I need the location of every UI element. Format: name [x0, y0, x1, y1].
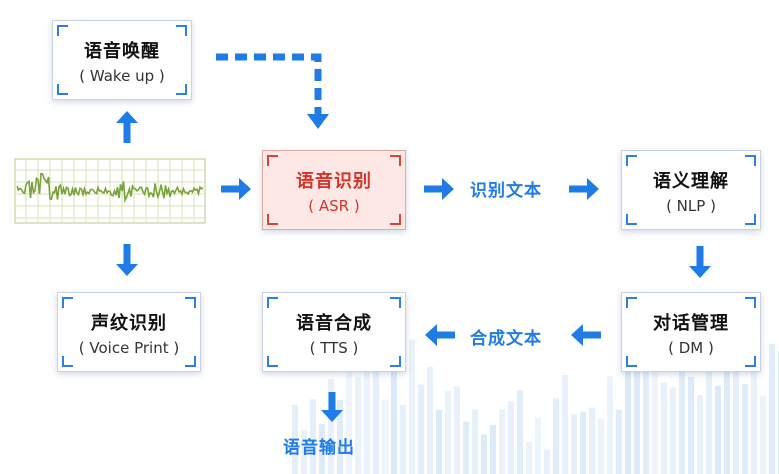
corner-bracket — [745, 155, 756, 166]
arrow-nlp-to-dm — [689, 246, 711, 278]
corner-bracket — [185, 297, 196, 308]
node-title: 语音唤醒 — [84, 41, 160, 62]
corner-bracket — [390, 297, 401, 308]
arrow-dm-to-text — [571, 324, 601, 346]
node-nlp: 语义理解 ( NLP ) — [621, 150, 761, 230]
corner-bracket — [185, 356, 196, 367]
node-title: 语义理解 — [653, 171, 729, 192]
node-subtitle: ( Voice Print ) — [78, 339, 180, 357]
node-subtitle: ( TTS ) — [309, 339, 359, 357]
node-title: 对话管理 — [653, 313, 729, 334]
node-subtitle: ( DM ) — [668, 339, 714, 357]
arrow-waveform-to-voiceprint — [116, 244, 138, 276]
node-title: 语音合成 — [296, 313, 372, 334]
arrow-text-to-nlp — [569, 178, 599, 200]
corner-bracket — [62, 297, 73, 308]
corner-bracket — [267, 356, 278, 367]
corner-bracket — [57, 25, 68, 36]
corner-bracket — [745, 356, 756, 367]
node-dm: 对话管理 ( DM ) — [621, 292, 761, 372]
corner-bracket — [390, 155, 401, 166]
node-wake-up: 语音唤醒 ( Wake up ) — [52, 20, 192, 100]
edge-label-recognized-text: 识别文本 — [470, 181, 542, 201]
corner-bracket — [626, 214, 637, 225]
arrow-text-to-tts — [425, 324, 455, 346]
corner-bracket — [626, 356, 637, 367]
corner-bracket — [267, 297, 278, 308]
corner-bracket — [176, 84, 187, 95]
node-subtitle: ( NLP ) — [666, 197, 716, 215]
corner-bracket — [390, 356, 401, 367]
arrow-waveform-to-asr — [221, 178, 251, 200]
waveform-icon — [14, 158, 206, 224]
corner-bracket — [176, 25, 187, 36]
corner-bracket — [390, 214, 401, 225]
corner-bracket — [62, 356, 73, 367]
node-subtitle: ( Wake up ) — [79, 67, 165, 85]
edge-label-speech-output: 语音输出 — [283, 438, 355, 458]
corner-bracket — [267, 214, 278, 225]
corner-bracket — [626, 297, 637, 308]
edge-label-synthesized-text: 合成文本 — [470, 329, 542, 349]
arrow-waveform-to-wake — [116, 111, 138, 143]
corner-bracket — [745, 214, 756, 225]
arrow-tts-to-output — [321, 392, 343, 422]
node-asr: 语音识别 ( ASR ) — [262, 150, 406, 230]
corner-bracket — [57, 84, 68, 95]
corner-bracket — [626, 155, 637, 166]
node-voice-print: 声纹识别 ( Voice Print ) — [57, 292, 201, 372]
corner-bracket — [267, 155, 278, 166]
node-title: 声纹识别 — [91, 313, 167, 334]
node-tts: 语音合成 ( TTS ) — [262, 292, 406, 372]
corner-bracket — [745, 297, 756, 308]
node-title: 语音识别 — [296, 171, 372, 192]
dashed-arrow-wake-to-asr — [216, 53, 329, 129]
arrow-asr-to-text — [424, 178, 454, 200]
node-subtitle: ( ASR ) — [308, 197, 360, 215]
